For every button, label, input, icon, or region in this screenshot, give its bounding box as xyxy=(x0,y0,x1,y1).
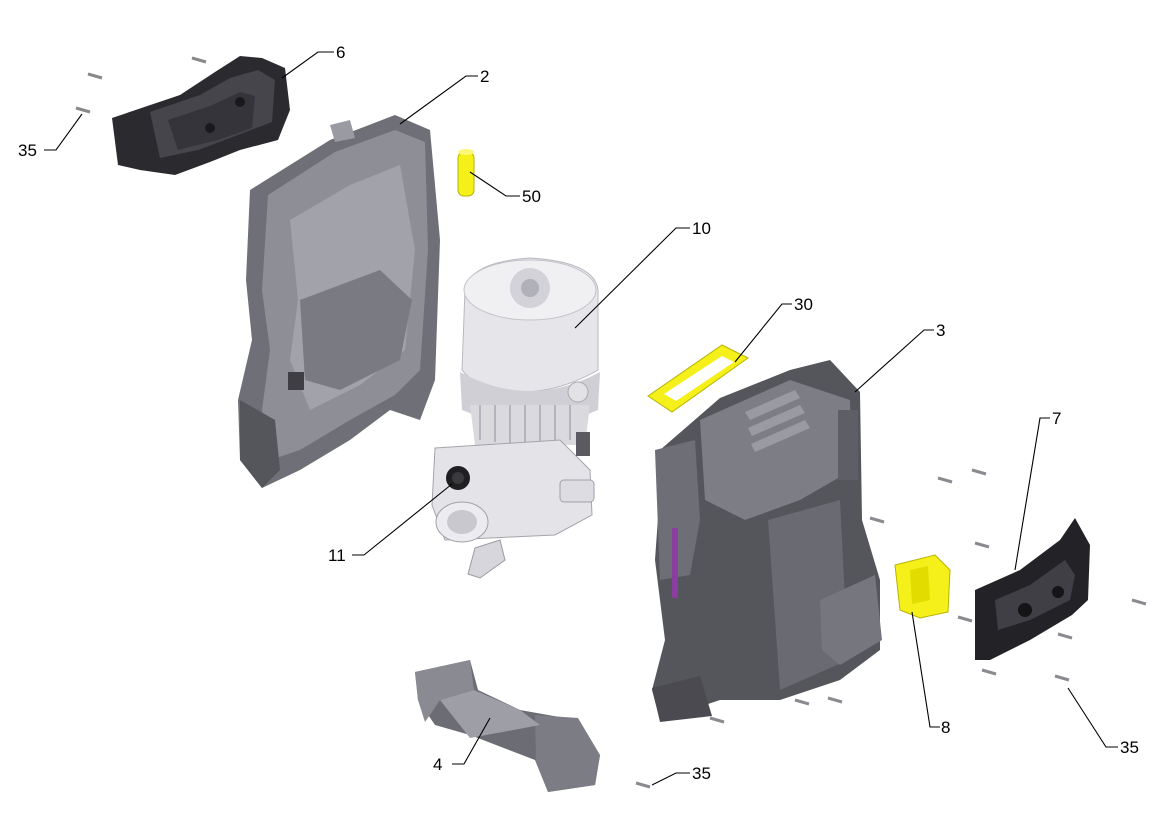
callout-35-bottom-right: 35 xyxy=(1120,738,1139,757)
callout-11: 11 xyxy=(328,546,346,565)
callout-labels: 6 2 35 50 10 11 30 3 7 8 35 4 35 xyxy=(18,43,1139,783)
part-2-left-housing xyxy=(238,115,440,488)
part-30-yellow-gasket xyxy=(647,344,749,413)
part-50-yellow-pin xyxy=(457,149,475,197)
part-8-yellow-clip xyxy=(894,554,951,619)
callout-35-top-left: 35 xyxy=(18,141,37,160)
callout-50: 50 xyxy=(522,187,541,206)
part-3-right-housing xyxy=(652,360,882,722)
callout-6: 6 xyxy=(336,43,345,62)
callout-35-bottom-center: 35 xyxy=(692,764,711,783)
callout-30: 30 xyxy=(794,295,813,314)
callout-3: 3 xyxy=(936,321,945,340)
screws-35-top-left xyxy=(75,56,207,114)
callout-8: 8 xyxy=(941,718,950,737)
callout-2: 2 xyxy=(480,67,489,86)
leader-lines xyxy=(44,51,1118,786)
part-4-base-tray xyxy=(415,660,600,792)
callout-7: 7 xyxy=(1052,409,1061,428)
callout-10: 10 xyxy=(692,219,711,238)
part-11-pump-head xyxy=(431,432,595,579)
part-6-top-bracket xyxy=(112,56,290,175)
screws-35-right-group xyxy=(635,468,1147,789)
callout-4: 4 xyxy=(433,755,442,774)
part-10-motor xyxy=(460,257,600,445)
part-7-right-bracket xyxy=(975,518,1090,660)
